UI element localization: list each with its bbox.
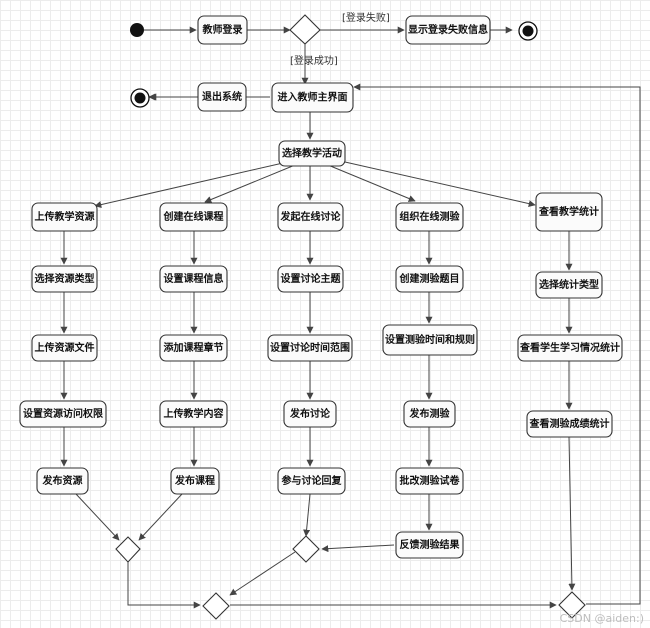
node-select-resource-type: 选择资源类型 [31,265,98,293]
svg-text:组织在线测验: 组织在线测验 [400,210,461,223]
node-join-discussion-reply: 参与讨论回复 [277,467,346,495]
guard-login-failed: [登录失败] [342,11,390,24]
svg-text:发起在线讨论: 发起在线讨论 [280,210,342,223]
svg-text:选择资源类型: 选择资源类型 [35,272,95,285]
node-publish-course: 发布课程 [170,467,220,495]
svg-text:上传教学资源: 上传教学资源 [35,210,95,223]
node-teacher-main: 进入教师主界面 [271,82,354,113]
node-set-discussion-time: 设置讨论时间范围 [267,334,353,362]
node-select-activity: 选择教学活动 [278,140,346,167]
svg-text:参与讨论回复: 参与讨论回复 [282,474,343,487]
edge-select-to-upload [94,162,284,209]
node-upload-resource: 上传教学资源 [31,202,98,232]
node-view-stats: 查看教学统计 [535,192,603,232]
edge-loop-back-to-main [353,83,641,605]
node-add-course-chapter: 添加课程章节 [159,334,228,362]
node-publish-discussion: 发布讨论 [283,400,337,428]
final-node-fail [518,21,538,41]
svg-text:退出系统: 退出系统 [202,90,242,103]
node-teacher-login: 教师登录 [197,15,248,45]
initial-node [130,23,144,37]
node-create-course: 创建在线课程 [159,202,228,232]
node-upload-resource-file: 上传资源文件 [31,334,98,362]
final-node-exit [130,88,150,108]
node-exit-system: 退出系统 [197,82,247,112]
svg-text:批改测验试卷: 批改测验试卷 [400,474,461,487]
node-select-stats-type: 选择统计类型 [535,271,603,299]
svg-text:选择统计类型: 选择统计类型 [539,278,599,291]
node-set-course-info: 设置课程信息 [159,265,228,293]
svg-text:选择教学活动: 选择教学活动 [282,147,342,160]
svg-text:反馈测验结果: 反馈测验结果 [400,538,461,551]
node-publish-quiz: 发布测验 [403,400,456,428]
edge-col3-to-merge [303,493,311,537]
edge-col1-to-merge [75,493,120,541]
watermark-text: CSDN @aiden:) [559,612,644,625]
svg-text:设置资源访问权限: 设置资源访问权限 [23,407,104,420]
svg-text:上传资源文件: 上传资源文件 [35,341,95,354]
node-create-quiz-questions: 创建测验题目 [395,265,464,293]
edge-select-to-quiz [327,164,416,202]
svg-text:查看教学统计: 查看教学统计 [538,205,599,218]
node-set-resource-access: 设置资源访问权限 [19,400,107,428]
node-set-quiz-time-rules: 设置测验时间和规则 [382,324,478,356]
node-start-discussion: 发起在线讨论 [277,202,344,232]
login-decision [289,14,321,45]
svg-text:查看测验成绩统计: 查看测验成绩统计 [529,417,610,430]
merge-node-left [115,536,141,563]
node-grade-quiz: 批改测验试卷 [395,467,464,495]
edge-feedback-to-merge [321,544,395,553]
node-feedback-quiz-result: 反馈测验结果 [395,531,464,559]
svg-text:发布课程: 发布课程 [174,474,215,487]
svg-text:创建测验题目: 创建测验题目 [399,272,460,285]
svg-text:设置测验时间和规则: 设置测验时间和规则 [385,333,475,346]
edge-merge2-to-final [229,551,296,596]
svg-text:设置讨论主题: 设置讨论主题 [281,272,342,285]
merge-node-right [558,591,586,619]
node-upload-teaching-content: 上传教学内容 [159,400,228,428]
edge-col5-to-final-merge [568,436,576,591]
svg-text:创建在线课程: 创建在线课程 [163,210,224,223]
node-organize-quiz: 组织在线测验 [395,202,464,232]
edge-merge1-to-final [127,562,201,609]
svg-text:显示登录失败信息: 显示登录失败信息 [408,23,488,36]
svg-text:发布资源: 发布资源 [42,474,83,487]
guard-login-success: [登录成功] [290,54,338,67]
svg-text:查看学生学习情况统计: 查看学生学习情况统计 [519,341,620,354]
svg-text:设置讨论时间范围: 设置讨论时间范围 [270,341,350,354]
svg-text:添加课程章节: 添加课程章节 [164,341,224,354]
svg-text:进入教师主界面: 进入教师主界面 [278,91,348,104]
svg-text:教师登录: 教师登录 [202,23,243,36]
node-publish-resource: 发布资源 [36,467,89,495]
merge-node-bottom [202,592,230,620]
svg-text:设置课程信息: 设置课程信息 [164,272,224,285]
svg-text:发布测验: 发布测验 [409,407,451,420]
edge-col2-to-merge [138,493,183,541]
svg-text:发布讨论: 发布讨论 [289,407,331,420]
node-view-score-stats: 查看测验成绩统计 [526,410,613,438]
merge-node-middle [292,535,320,563]
node-view-learning-stats: 查看学生学习情况统计 [517,334,623,362]
node-set-discussion-topic: 设置讨论主题 [277,265,344,293]
edges [60,26,641,609]
edge-select-to-create [204,164,296,203]
node-show-login-fail: 显示登录失败信息 [405,15,491,45]
edge-select-to-stats [344,161,536,208]
svg-text:上传教学内容: 上传教学内容 [164,407,224,420]
